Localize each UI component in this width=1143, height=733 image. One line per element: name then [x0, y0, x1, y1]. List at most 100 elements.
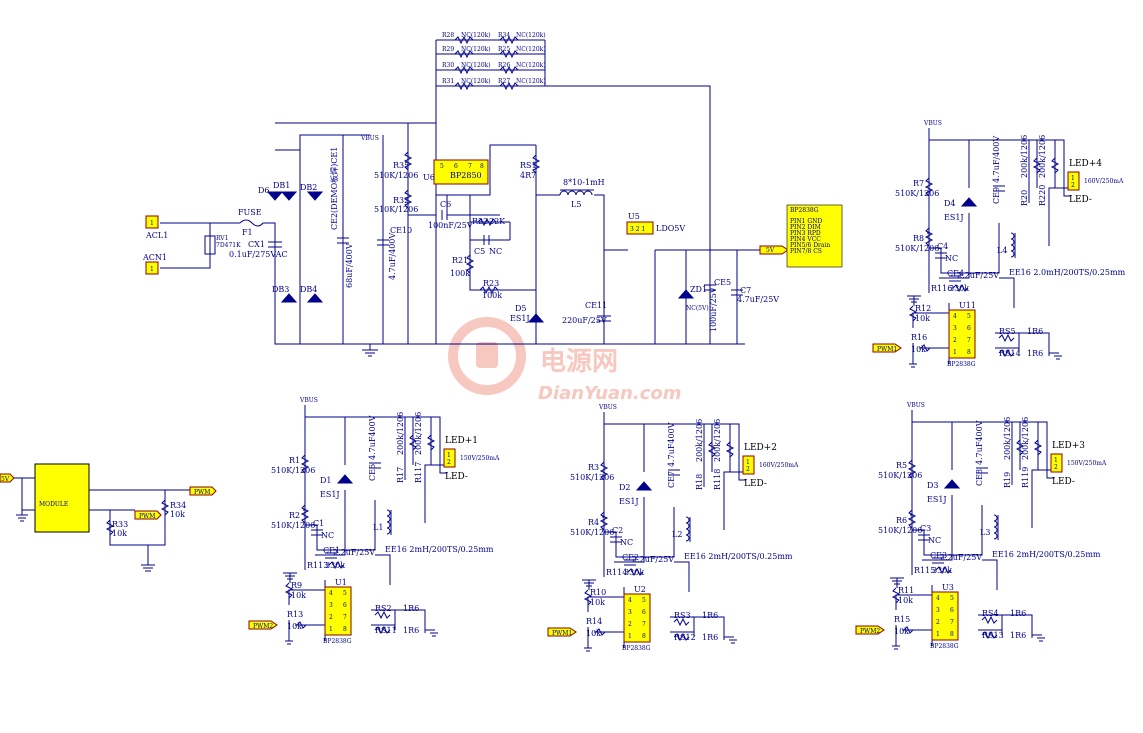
ch2-pwm-port[interactable] — [547, 627, 577, 637]
ch2-diode-label: D2 — [619, 483, 631, 492]
acl1-connector[interactable] — [145, 215, 159, 229]
svg-text:1: 1 — [1071, 175, 1075, 182]
svg-text:2: 2 — [1054, 464, 1058, 471]
r23-value: 100k — [482, 291, 502, 300]
ch2-led-minus: LED- — [744, 479, 767, 489]
r32-resistor — [403, 189, 413, 209]
ch3-led-connector[interactable] — [1050, 453, 1063, 473]
ch1-led-connector[interactable] — [443, 448, 456, 468]
ch3-pwm-port[interactable] — [855, 625, 885, 635]
nc-resistor-value: NC(120k) — [461, 46, 491, 53]
nc-resistor — [499, 65, 519, 75]
nc-resistor-value: NC(120k) — [516, 32, 546, 39]
ce10-label: CE10 — [390, 226, 412, 235]
nc-resistor-label: R31 — [442, 78, 454, 85]
module-block[interactable] — [34, 463, 90, 533]
ch1-ce-small-label: CE1 — [323, 546, 340, 555]
module-5v-port[interactable] — [0, 473, 15, 483]
ch1-chip-pin: 6 — [343, 602, 347, 609]
ch2-ce-small-value: 2.2uF/25V — [632, 555, 674, 564]
module-pwm-b-port[interactable] — [134, 510, 162, 520]
zd1-value: NC(5V) — [686, 305, 709, 312]
ch4-pwm-port[interactable] — [872, 343, 902, 353]
nc-resistor-label: R27 — [498, 78, 510, 85]
watermark-plug-logo — [448, 317, 526, 395]
ch3-rs-b-value: 1R6 — [1010, 631, 1026, 640]
ch3-r-in-label: R15 — [894, 615, 910, 624]
nc-resistor-value: NC(120k) — [516, 46, 546, 53]
ch3-vbus-label: VBUS — [906, 402, 925, 409]
rs1-label: RS1 — [520, 161, 537, 170]
ch1-driver-chip[interactable] — [324, 586, 352, 636]
ch4-led-spec: 160V/250mA — [1084, 178, 1124, 185]
c7-label: C7 — [740, 286, 751, 295]
ch4-chip-pin: 1 — [953, 349, 957, 356]
r23-label: R23 — [483, 279, 499, 288]
ch2-rs-b-value: 1R6 — [702, 633, 718, 642]
watermark: 电源网 DianYuan.com — [448, 317, 682, 404]
r34-resistor — [160, 499, 170, 516]
ch2-rs-a-label: RS3 — [674, 611, 691, 620]
svg-text:2: 2 — [746, 466, 750, 473]
ch1-r-pull-value: 10k — [291, 591, 306, 600]
cx1-cap — [268, 241, 282, 248]
pin-table-row: PIN7/8 CS — [790, 248, 822, 255]
ch2-rp2-value: 200k/1206 — [713, 419, 722, 462]
ch2-circuit: VBUSR3510K/1206R4510K/1206C2NCD2ES1J4.7u… — [547, 404, 799, 652]
u6-bp2850-chip[interactable] — [433, 159, 489, 185]
ch3-r-small-value: 330k — [932, 566, 952, 575]
watermark-en: DianYuan.com — [538, 383, 682, 404]
ch2-chip-pin: 1 — [628, 633, 632, 640]
ch4-diode — [960, 197, 978, 207]
ch2-chip-pin: 8 — [642, 633, 646, 640]
r22-label: R22 — [472, 217, 488, 226]
ch3-driver-chip[interactable] — [931, 591, 959, 641]
ch2-led-connector[interactable] — [742, 455, 755, 475]
module-ground — [16, 478, 35, 522]
cx1-value: 0.1uF/275VAC — [229, 250, 288, 259]
ch2-driver-chip[interactable] — [623, 593, 651, 643]
ch4-chip-pin: 6 — [967, 325, 971, 332]
watermark-plug-body — [476, 342, 498, 368]
u5-pins: 3 2 1 — [630, 226, 645, 233]
l5-value: 8*10-1mH — [563, 178, 605, 187]
u5-ldo-chip[interactable] — [626, 221, 654, 235]
acn1-label: ACN1 — [142, 253, 167, 262]
ch4-rp2-value: 200k/1206 — [1038, 135, 1047, 178]
ch2-c-nc: NC — [620, 538, 633, 547]
ch4-r-in-value: 10k — [911, 345, 926, 354]
port-5v[interactable] — [759, 245, 789, 255]
ch2-r-bottom-label: R4 — [588, 518, 599, 527]
ch4-ce-value: 4.7uF/400V — [992, 136, 1001, 183]
rv1-value: 7D471K — [216, 242, 241, 249]
ce10-value: 4.7uF/400V — [388, 233, 397, 280]
ch2-rp1-label: R18 — [695, 474, 704, 490]
ch1-pwm-port[interactable] — [248, 620, 278, 630]
c6-cap — [441, 210, 448, 220]
ch3-rs-a-value: 1R6 — [1010, 609, 1026, 618]
ch4-chip-pin: 3 — [953, 325, 957, 332]
acn1-connector[interactable] — [145, 261, 159, 275]
r22-resistor — [477, 217, 497, 227]
ch1-r-top-value: 510K/1206 — [271, 466, 315, 475]
svg-text:1: 1 — [746, 459, 750, 466]
watermark-cn: 电源网 — [540, 347, 618, 377]
db1-label: DB1 — [273, 181, 290, 190]
port-5v-label: 5V — [766, 247, 775, 254]
nc-resistor-value: NC(120k) — [461, 78, 491, 85]
ch4-r-bottom-value: 510K/1206 — [895, 244, 939, 253]
ch1-ce-value: 4.7uF400V — [368, 415, 377, 460]
ch4-rs-b-label: RS14 — [999, 349, 1021, 358]
ch4-led-connector[interactable] — [1067, 171, 1080, 191]
acn1-pin: 1 — [150, 266, 154, 273]
nc-resistor-label: R28 — [442, 32, 454, 39]
r34-label: R34 — [170, 501, 186, 510]
ch3-r-pull-label: R11 — [898, 586, 914, 595]
ch3-ce-value: 4.7uF400V — [975, 420, 984, 465]
ch4-driver-chip[interactable] — [948, 309, 976, 359]
ce2-cap — [337, 237, 349, 244]
module-pwm-port[interactable] — [189, 486, 217, 496]
ch4-ce-small-value: 2.2uF/25V — [957, 271, 999, 280]
ch1-pwm-label: PWM2 — [253, 623, 273, 630]
d6-label: D6 — [258, 186, 270, 195]
